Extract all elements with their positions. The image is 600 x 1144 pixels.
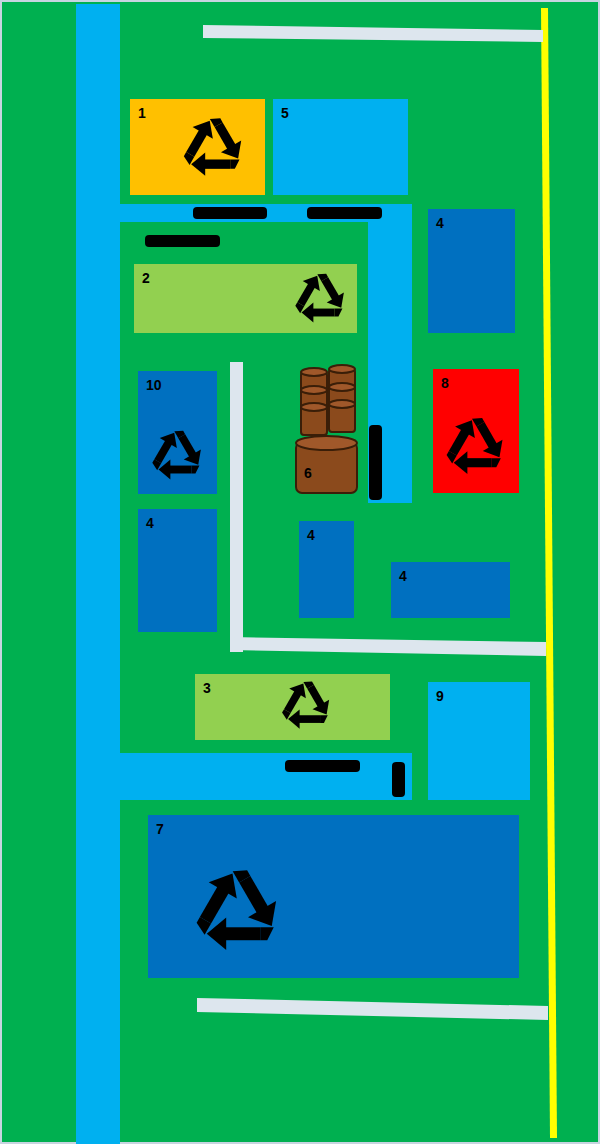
area-number: 2 xyxy=(142,270,150,286)
area-number: 9 xyxy=(436,688,444,704)
site-area: 1 xyxy=(130,99,265,195)
area-number: 1 xyxy=(138,105,146,121)
recycle-symbol xyxy=(437,408,513,484)
site-area: 10 xyxy=(138,371,217,494)
area-number: 4 xyxy=(399,568,407,584)
area-number: 4 xyxy=(146,515,154,531)
area-number: 4 xyxy=(307,527,315,543)
site-area: 5 xyxy=(273,99,408,195)
site-area: 4 xyxy=(299,521,354,618)
recycle-symbol xyxy=(287,265,353,331)
barrels xyxy=(296,365,357,493)
yellow-line xyxy=(541,8,557,1138)
site-area: 4 xyxy=(391,562,510,618)
site-area: 7 xyxy=(148,815,519,978)
recycle-symbol xyxy=(274,673,338,737)
site-area: 2 xyxy=(134,264,357,333)
area-number: 10 xyxy=(146,377,162,393)
callout-number: 6 xyxy=(304,465,312,481)
site-area: 8 xyxy=(433,369,519,493)
site-area: 9 xyxy=(428,682,530,800)
site-area: 3 xyxy=(195,674,390,740)
area-number: 4 xyxy=(436,215,444,231)
recycle-symbol xyxy=(144,422,210,488)
recycle-symbol xyxy=(183,856,291,964)
area-number: 7 xyxy=(156,821,164,837)
area-number: 5 xyxy=(281,105,289,121)
area-number: 3 xyxy=(203,680,211,696)
recycle-symbol xyxy=(174,108,252,186)
area-number: 8 xyxy=(441,375,449,391)
site-area: 4 xyxy=(138,509,217,632)
site-area: 4 xyxy=(428,209,515,333)
